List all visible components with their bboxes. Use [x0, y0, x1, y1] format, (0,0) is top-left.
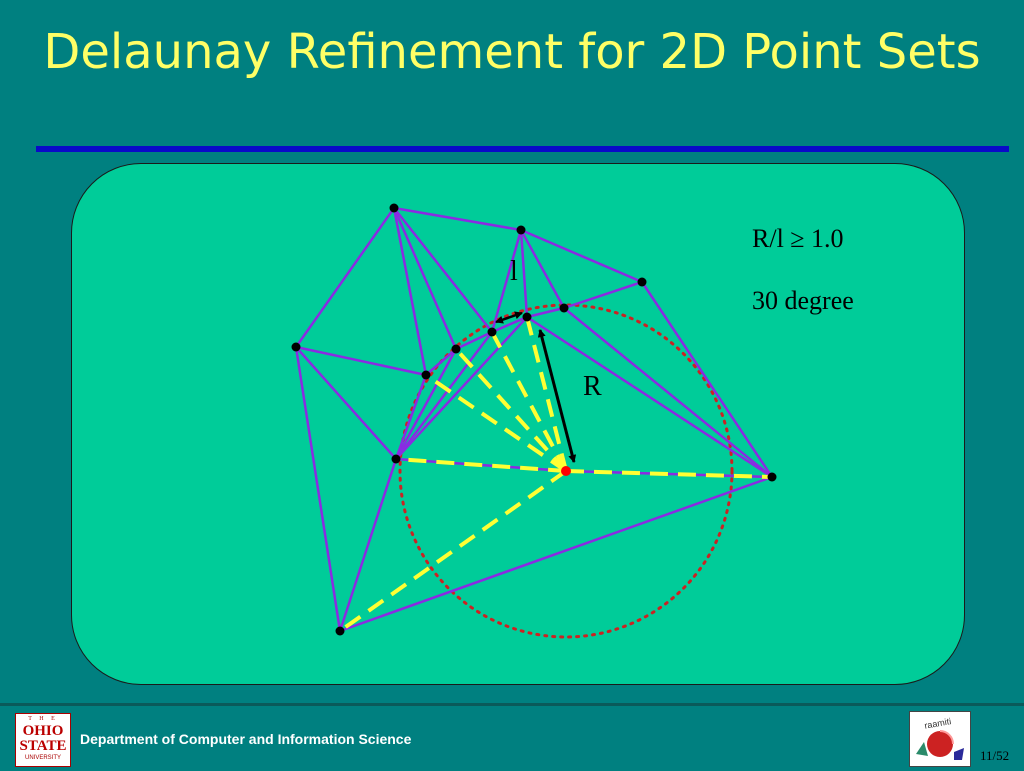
department-name: Department of Computer and Information S… [80, 731, 412, 747]
vertex [391, 454, 401, 464]
vertex [559, 303, 569, 313]
vertices [291, 203, 777, 636]
vertex [389, 203, 399, 213]
svg-text:raamiti: raamiti [924, 716, 952, 731]
vertex [291, 342, 301, 352]
vertex [516, 225, 526, 235]
vertex [637, 277, 647, 287]
vertex [522, 312, 532, 322]
title-divider [36, 146, 1009, 152]
circumcenter-point [561, 466, 571, 476]
lab-logo: raamiti [909, 711, 971, 767]
circumradius-dashes [338, 316, 773, 633]
slide-title: Delaunay Refinement for 2D Point Sets [43, 24, 981, 80]
page-number: 11/52 [980, 748, 1010, 763]
length-l-arrow [495, 311, 523, 324]
label-r: R [583, 371, 602, 402]
circumcircle [398, 303, 734, 639]
vertex [451, 344, 461, 354]
vertex [335, 626, 345, 636]
label-l: l [510, 256, 518, 287]
footer-divider [0, 703, 1024, 706]
vertex [767, 472, 777, 482]
ratio-criterion: R/l ≥ 1.0 [752, 224, 844, 253]
triangulation-edges [294, 206, 774, 633]
osu-logo: T H E OHIO STATE UNIVERSITY [15, 713, 71, 767]
diagram-panel [71, 163, 965, 685]
angle-criterion: 30 degree [752, 286, 854, 315]
radius-r-arrow [537, 329, 577, 463]
vertex [487, 327, 497, 337]
vertex [421, 370, 431, 380]
